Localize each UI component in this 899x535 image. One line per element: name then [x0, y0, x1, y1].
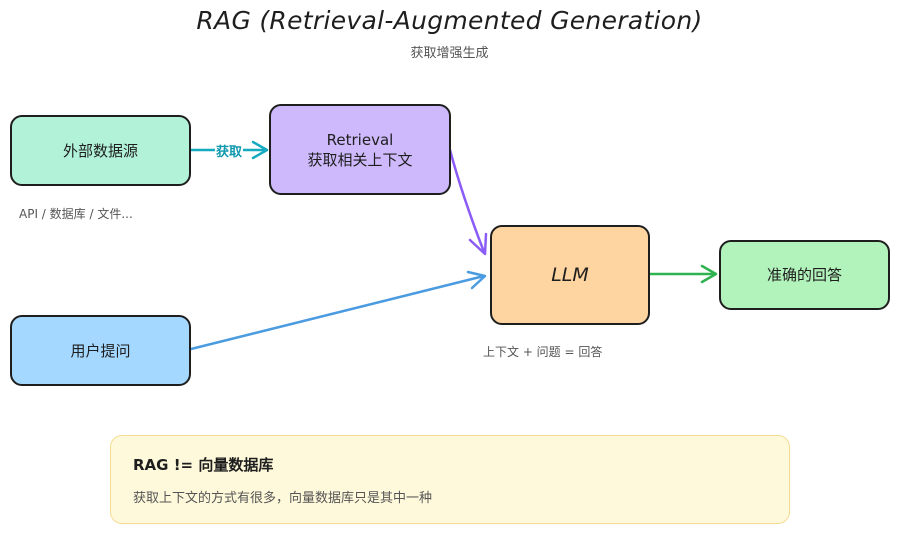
edge-label-fetch: 获取	[215, 141, 244, 160]
edge-fetch-arrowhead	[251, 140, 269, 160]
node-user-question-label: 用户提问	[70, 341, 131, 360]
edge-llm-answer-arrowhead	[700, 264, 718, 284]
annotation-external-source-examples: API / 数据库 / 文件...	[19, 207, 133, 221]
node-llm-label: LLM	[551, 264, 589, 286]
note-body: 获取上下文的方式有很多，向量数据库只是其中一种	[133, 491, 433, 506]
node-llm[interactable]: LLM	[490, 225, 650, 325]
note-title: RAG != 向量数据库	[133, 456, 274, 474]
diagram-title: RAG (Retrieval-Augmented Generation)	[196, 6, 703, 35]
node-retrieval-label-zh: 获取相关上下文	[307, 150, 413, 169]
edge-retrieval-llm-line	[448, 148, 486, 254]
node-retrieval[interactable]: Retrieval 获取相关上下文	[269, 104, 451, 195]
node-external-data-source-label: 外部数据源	[62, 141, 138, 160]
node-user-question[interactable]: 用户提问	[10, 315, 191, 386]
node-retrieval-label-en: Retrieval	[326, 130, 394, 149]
node-answer-label: 准确的回答	[766, 266, 842, 284]
edge-retrieval-llm-arrowhead	[468, 232, 488, 256]
node-answer[interactable]: 准确的回答	[719, 240, 890, 310]
note-box: RAG != 向量数据库 获取上下文的方式有很多，向量数据库只是其中一种	[110, 435, 790, 524]
diagram-subtitle: 获取增强生成	[410, 46, 489, 61]
edge-user-llm-line	[189, 274, 486, 351]
annotation-llm-formula: 上下文 + 问题 = 回答	[483, 345, 603, 359]
edge-user-llm-arrowhead	[466, 270, 487, 290]
node-external-data-source[interactable]: 外部数据源	[10, 115, 191, 186]
